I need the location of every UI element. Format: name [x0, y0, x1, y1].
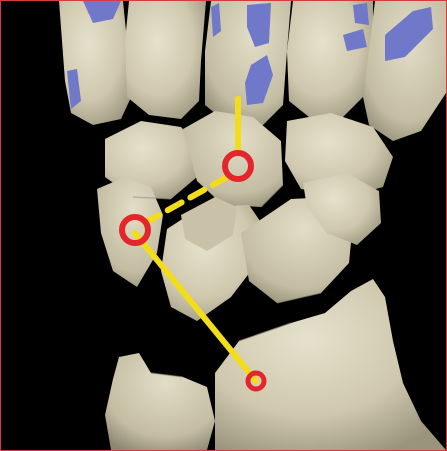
- metacarpal-2: [125, 1, 206, 119]
